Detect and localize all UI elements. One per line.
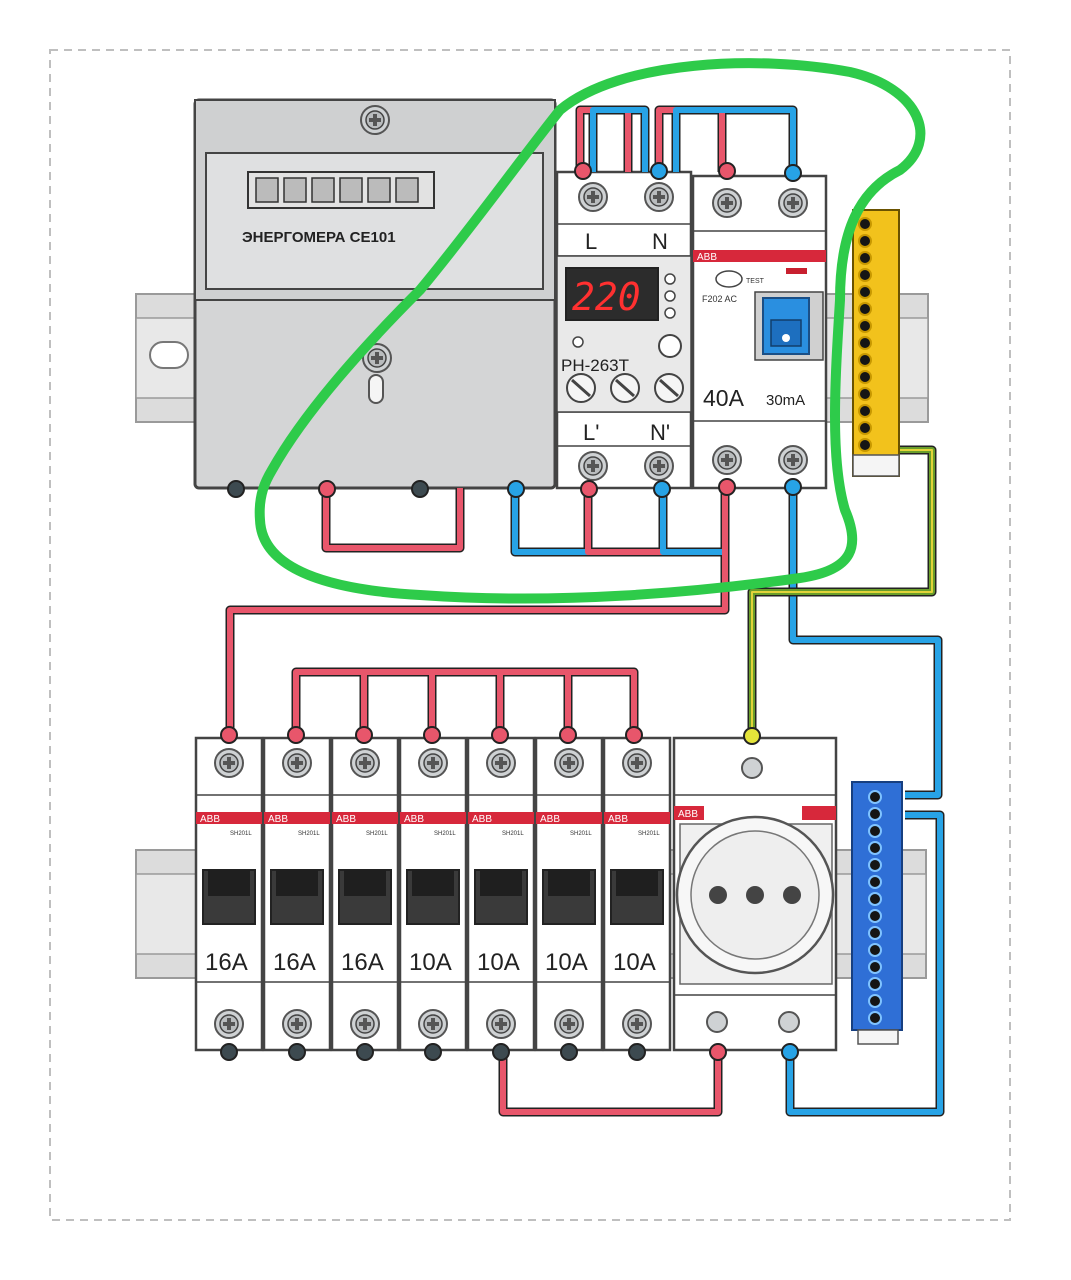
energy-meter: ЭНЕРГОМЕРА СЕ101	[193, 98, 557, 490]
relay-voltage-display: 220	[572, 275, 641, 319]
breaker-4-model: SH201L	[434, 831, 456, 837]
voltage-relay: L N 220 РН-263Т L' N'	[555, 170, 693, 490]
panel-frame	[49, 49, 1011, 1221]
rcd-rating-label: 40A	[703, 385, 745, 411]
socket-brand-label: ABB	[678, 809, 698, 820]
breaker-2[interactable]: ABB SH201L 16A	[262, 736, 332, 1052]
breaker-7[interactable]: ABB SH201L 10A	[602, 736, 672, 1052]
terminal-dots-bottom	[220, 726, 799, 1061]
breaker-row: ABB SH201L 16A ABB SH201L 16A ABB SH201L	[194, 667, 672, 1052]
rcd-test-label: TEST	[746, 278, 765, 285]
breaker-1-brand: ABB	[200, 814, 220, 825]
relay-terminal-n-label: N	[652, 229, 668, 254]
highlight-annotation	[254, 58, 926, 604]
breaker-5-model: SH201L	[502, 831, 524, 837]
relay-terminal-l-out-label: L'	[583, 420, 599, 445]
breaker-3-rating: 16A	[341, 949, 384, 976]
relay-terminal-l-label: L	[585, 229, 597, 254]
rcd-device: ABB TEST F202 AC 40A 30mA	[691, 174, 828, 490]
terminal-dots-top	[227, 162, 802, 498]
breaker-6[interactable]: ABB SH201L 10A	[534, 736, 604, 1052]
breaker-5-brand: ABB	[472, 814, 492, 825]
wires-top	[225, 105, 943, 800]
breaker-2-rating: 16A	[273, 949, 316, 976]
earth-busbar	[852, 209, 900, 477]
rcd-sensitivity-label: 30mA	[766, 392, 805, 409]
relay-terminal-n-out-label: N'	[650, 420, 670, 445]
breaker-3-model: SH201L	[366, 831, 388, 837]
breaker-3-brand: ABB	[336, 814, 356, 825]
breaker-5[interactable]: ABB SH201L 10A	[466, 736, 536, 1052]
breaker-4-brand: ABB	[404, 814, 424, 825]
breaker-5-rating: 10A	[477, 949, 520, 976]
wires-bottom	[498, 810, 945, 1117]
din-socket: ABB	[672, 736, 838, 1052]
meter-label: ЭНЕРГОМЕРА СЕ101	[242, 229, 396, 246]
breaker-7-brand: ABB	[608, 814, 628, 825]
breaker-6-brand: ABB	[540, 814, 560, 825]
breaker-6-rating: 10A	[545, 949, 588, 976]
breaker-6-model: SH201L	[570, 831, 592, 837]
breaker-1-model: SH201L	[230, 831, 252, 837]
breaker-1-rating: 16A	[205, 949, 248, 976]
breaker-1[interactable]: ABB SH201L 16A	[194, 736, 264, 1052]
breaker-4[interactable]: ABB SH201L 10A	[398, 736, 468, 1052]
breaker-2-model: SH201L	[298, 831, 320, 837]
rcd-model-label: F202 AC	[702, 294, 738, 304]
rcd-test-button	[715, 270, 743, 288]
breaker-2-brand: ABB	[268, 814, 288, 825]
relay-model-label: РН-263Т	[561, 356, 629, 375]
breaker-7-model: SH201L	[638, 831, 660, 837]
breaker-3[interactable]: ABB SH201L 16A	[330, 736, 400, 1052]
breaker-4-rating: 10A	[409, 949, 452, 976]
neutral-busbar	[851, 781, 903, 1045]
breaker-7-rating: 10A	[613, 949, 656, 976]
rcd-brand-label: ABB	[697, 252, 717, 263]
